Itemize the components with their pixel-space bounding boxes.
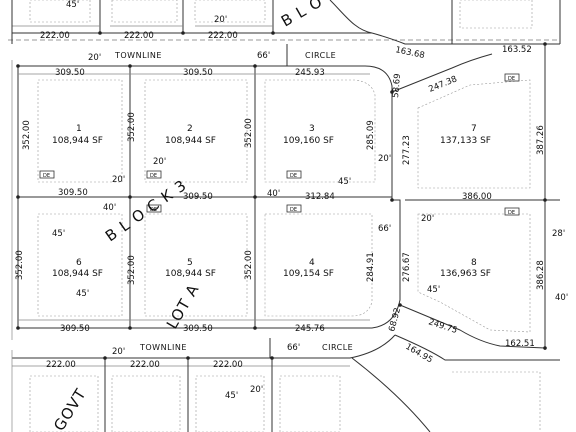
dim-v-387-26: 387.26: [536, 125, 546, 155]
lot-6-area: 108,944 SF: [52, 269, 103, 279]
dim-v-386-28: 386.28: [536, 260, 546, 290]
dim-249-75: 249.75: [427, 317, 458, 336]
dim-b-222-c: 222.00: [213, 360, 243, 370]
block-letters-top: B L O: [278, 0, 326, 30]
top-block-lines: [8, 0, 561, 45]
dim-m-28: 28': [552, 229, 565, 239]
dim-m-309-50-b: 309.50: [183, 192, 213, 202]
dim-247-38: 247.38: [427, 74, 458, 94]
govt-label: GOVT: [50, 385, 90, 432]
street-circle-south: CIRCLE: [322, 343, 353, 352]
lot-5-area: 108,944 SF: [165, 269, 216, 279]
lot-4-area: 109,154 SF: [283, 269, 334, 279]
lot-2-number: 2: [187, 124, 193, 134]
dim-v-352-d: 352.00: [15, 250, 25, 280]
dim-mid-20-a: 20': [153, 157, 166, 167]
dim-b-20: 20': [250, 385, 263, 395]
lot-6-number: 6: [76, 258, 82, 268]
dim-m-386-00: 386.00: [462, 192, 492, 202]
dim-mid-45: 45': [338, 177, 351, 187]
lot-1-area: 108,944 SF: [52, 136, 103, 146]
street-townline-north: TOWNLINE: [114, 51, 162, 60]
dim-v-352-e: 352.00: [127, 255, 137, 285]
svg-text:DE: DE: [150, 173, 157, 179]
dim-top-45: 45': [66, 0, 79, 10]
svg-text:DE: DE: [290, 207, 297, 213]
dim-top-222-c: 222.00: [208, 31, 238, 41]
dim-m-309-50-a: 309.50: [58, 188, 88, 198]
svg-text:DE: DE: [508, 210, 515, 216]
lot-1-number: 1: [76, 124, 82, 134]
dim-top-20-b: 20': [88, 53, 101, 63]
dim-n-309-50-b: 309.50: [183, 68, 213, 78]
dim-v-277-23: 277.23: [402, 135, 412, 165]
lot-7-area: 137,133 SF: [440, 136, 491, 146]
lot-4-number: 4: [309, 258, 315, 268]
row-66-south: 66': [287, 343, 300, 353]
row-66-north: 66': [257, 51, 270, 61]
svg-text:DE: DE: [150, 207, 157, 213]
dim-n-309-50-a: 309.50: [55, 68, 85, 78]
dim-mid-20-b: 20': [112, 175, 125, 185]
dim-s-309-50-b: 309.50: [183, 324, 213, 334]
dim-163-52: 163.52: [502, 45, 532, 55]
street-townline-south: TOWNLINE: [139, 343, 187, 352]
dim-v-352-f: 352.00: [244, 250, 254, 280]
dim-l-45-b: 45': [76, 289, 89, 299]
dim-m-40-a: 40': [267, 189, 280, 199]
dim-m-20-d: 20': [421, 214, 434, 224]
dim-b-222-a: 222.00: [46, 360, 76, 370]
dim-b-222-b: 222.00: [130, 360, 160, 370]
dim-arc-58-69: 58.69: [391, 73, 403, 98]
dim-v-352-a: 352.00: [22, 120, 32, 150]
dim-v-285-09: 285.09: [366, 120, 376, 150]
dim-top-222-b: 222.00: [124, 31, 154, 41]
dim-162-51: 162.51: [505, 339, 535, 349]
dim-l-45-c: 45': [427, 285, 440, 295]
lot-3-number: 3: [309, 124, 315, 134]
dim-v-284-91: 284.91: [366, 252, 376, 282]
survey-monuments: [16, 31, 547, 360]
dim-v-352-b: 352.00: [127, 112, 137, 142]
dim-v-276-67: 276.67: [402, 252, 412, 282]
lot-8-area: 136,963 SF: [440, 269, 491, 279]
dim-arc-68-92: 68.92: [387, 307, 403, 333]
dim-r-40: 40': [555, 293, 568, 303]
easement-tags: DE DE DE DE DE DE DE: [39, 73, 520, 216]
dim-mid-20-c: 20': [378, 154, 391, 164]
dim-s-309-50-a: 309.50: [60, 324, 90, 334]
dim-l-45: 45': [52, 229, 65, 239]
dim-n-245-93: 245.93: [295, 68, 325, 78]
svg-text:DE: DE: [290, 173, 297, 179]
bottom-block-lines: [11, 334, 560, 432]
dim-v-352-c: 352.00: [244, 118, 254, 148]
dim-s-20: 20': [112, 347, 125, 357]
dim-m-40-b: 40': [103, 203, 116, 213]
dim-m-312-84: 312.84: [305, 192, 335, 202]
dim-m-66: 66': [378, 224, 391, 234]
lot-7-number: 7: [471, 124, 477, 134]
svg-text:DE: DE: [43, 173, 50, 179]
lot-8-number: 8: [471, 258, 477, 268]
lot-3-area: 109,160 SF: [283, 136, 334, 146]
lot-2-area: 108,944 SF: [165, 136, 216, 146]
street-circle-north: CIRCLE: [305, 51, 336, 60]
dim-top-222-a: 222.00: [40, 31, 70, 41]
dim-top-20: 20': [214, 15, 227, 25]
dim-b-45: 45': [225, 391, 238, 401]
dim-163-68: 163.68: [394, 45, 425, 61]
lot-5-number: 5: [187, 258, 193, 268]
svg-text:DE: DE: [508, 76, 515, 82]
dim-s-245-76: 245.76: [295, 324, 325, 334]
